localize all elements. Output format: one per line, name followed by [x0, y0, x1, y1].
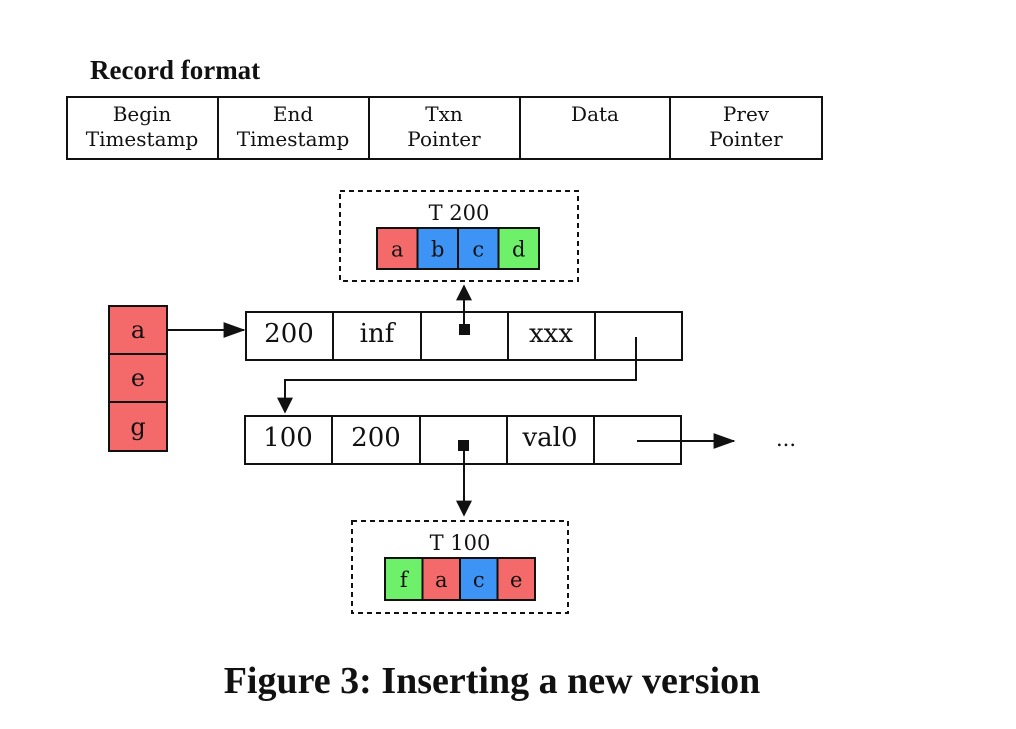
txn-box-t100: T 100 f a c e: [351, 520, 569, 614]
new-version-txn-pointer-dot: [459, 324, 470, 335]
new-version-end: inf: [360, 319, 397, 349]
header-txn-line1: Txn: [425, 102, 463, 126]
t200-cell-1-key: b: [431, 238, 444, 262]
t100-cell-3-box: [496, 557, 536, 601]
t200-cell-3-box: [497, 227, 540, 270]
t100-cell-1-key: a: [435, 568, 448, 592]
txn-label-t200: T 200: [429, 201, 490, 225]
t100-cell-0-key: f: [400, 568, 410, 592]
new-version-begin: 200: [264, 319, 314, 349]
index-key-a: a: [131, 316, 145, 344]
prev-pointer-arrow: [277, 337, 637, 414]
t100-cell-2-key: c: [473, 568, 485, 592]
index-key-e-box: [108, 353, 168, 403]
header-txn-line2: Pointer: [407, 127, 481, 151]
index-column: a e g: [108, 305, 168, 452]
header-prev-line1: Prev: [723, 102, 770, 126]
record-format-header: Begin Timestamp End Timestamp Txn Pointe…: [66, 96, 823, 160]
index-key-e: e: [131, 364, 145, 392]
old-version-data: val0: [521, 423, 577, 453]
t200-cell-2-key: c: [472, 238, 484, 262]
header-begin-line1: Begin: [113, 102, 172, 126]
t200-cell-0-box: [376, 227, 419, 270]
continuation-ellipsis: ...: [776, 427, 796, 451]
figure-caption: Figure 3: Inserting a new version: [224, 660, 761, 702]
old-version-end: 200: [351, 423, 401, 453]
txn-box-t200: T 200 a b c d: [339, 190, 579, 282]
txn-label-t100: T 100: [430, 531, 491, 555]
header-begin-line2: Timestamp: [86, 127, 199, 151]
old-version-begin: 100: [263, 423, 313, 453]
new-version-record: 200 inf xxx: [245, 311, 683, 361]
index-key-g-box: [108, 401, 168, 452]
index-key-g: g: [130, 413, 145, 441]
index-key-a-box: [108, 305, 168, 355]
new-version-data: xxx: [529, 319, 573, 349]
t200-cell-0-key: a: [391, 238, 404, 262]
t200-cell-3-key: d: [512, 238, 525, 262]
old-version-txn-pointer-dot: [458, 440, 469, 451]
record-format-title: Record format: [90, 55, 260, 85]
header-data: Data: [571, 102, 619, 126]
header-prev-line2: Pointer: [709, 127, 783, 151]
t100-cell-3-key: e: [510, 568, 522, 592]
header-end-line2: Timestamp: [237, 127, 350, 151]
header-end-line1: End: [273, 102, 313, 126]
